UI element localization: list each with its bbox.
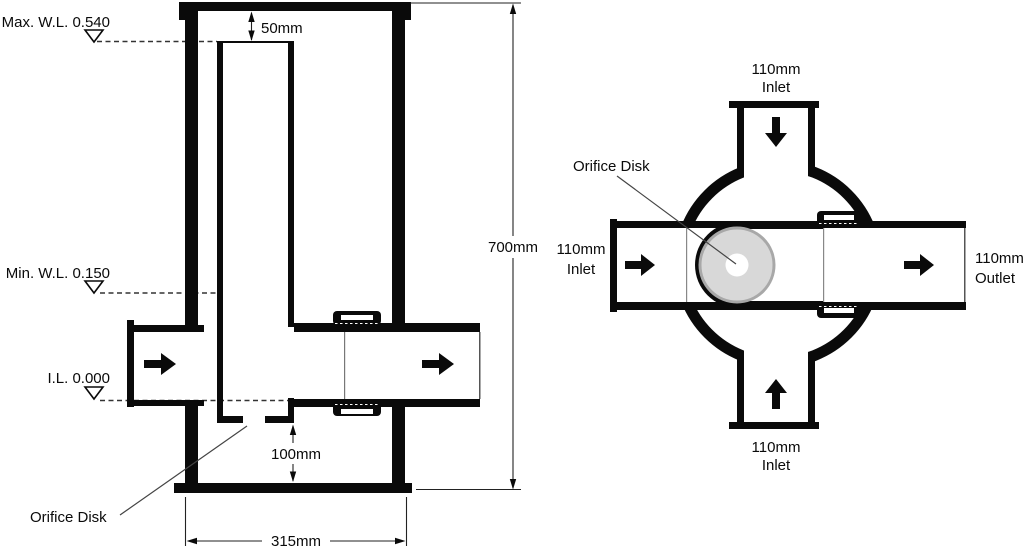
- tank-shell: [174, 2, 412, 493]
- flow-arrow-icon: [422, 353, 454, 375]
- plan-orifice-disk: [695, 222, 825, 308]
- dim-100mm-label: 100mm: [271, 446, 321, 463]
- orifice-hole: [725, 253, 749, 277]
- min-water-level-label: Min. W.L. 0.150: [6, 265, 110, 282]
- orifice-leader-line: [616, 175, 737, 265]
- dimension-50mm: 50mm: [248, 11, 303, 41]
- flow-arrow-icon: [904, 254, 934, 276]
- top-inlet-name-label: Inlet: [762, 79, 791, 96]
- dim-50mm-label: 50mm: [261, 20, 303, 37]
- outlet-size-label: 110mm: [975, 250, 1024, 267]
- outlet-name-label: Outlet: [975, 270, 1016, 287]
- left-inlet-size-label: 110mm: [557, 241, 606, 258]
- dimension-315mm: 315mm: [184, 497, 408, 548]
- orifice-plate-right: [265, 416, 294, 423]
- dimension-700mm: 700mm: [410, 2, 538, 491]
- flow-arrow-icon: [765, 379, 787, 409]
- plan-top-inlet-stub: [729, 101, 819, 187]
- orifice-disk-label: Orifice Disk: [573, 158, 650, 175]
- water-level-marker-icon: [83, 29, 105, 44]
- plan-bottom-inlet-stub: [729, 345, 819, 429]
- pipe-coupling-top: [817, 211, 861, 225]
- bottom-inlet-name-label: Inlet: [762, 457, 791, 474]
- inner-riser-pipe: [217, 41, 294, 423]
- pipe-coupling-bottom: [817, 304, 861, 318]
- inlet-pipe: [127, 320, 204, 407]
- top-inlet-size-label: 110mm: [752, 61, 801, 78]
- plan-view: Orifice Disk 110mm Inlet 110mm Inlet 110…: [557, 61, 1024, 474]
- dim-315mm-label: 315mm: [271, 533, 321, 548]
- bottom-inlet-size-label: 110mm: [752, 439, 801, 456]
- orifice-leader-line: [119, 425, 248, 516]
- outlet-pipe: [294, 311, 481, 416]
- invert-level-label: I.L. 0.000: [47, 370, 110, 387]
- orifice-disk-label: Orifice Disk: [30, 509, 107, 526]
- dim-700mm-label: 700mm: [488, 239, 538, 256]
- flow-arrow-icon: [765, 117, 787, 147]
- water-level-marker-icon: [83, 386, 105, 401]
- plan-left-inlet-flange: [610, 219, 617, 312]
- pipe-coupling-top: [333, 311, 381, 325]
- orifice-plate-left: [217, 416, 243, 423]
- pipe-coupling-bottom: [333, 402, 381, 416]
- side-view-section: 50mm 700mm 100mm 315mm: [2, 2, 538, 548]
- flow-arrow-icon: [625, 254, 655, 276]
- flow-arrow-icon: [144, 353, 176, 375]
- water-level-marker-icon: [83, 280, 105, 295]
- left-inlet-name-label: Inlet: [567, 261, 596, 278]
- max-water-level-label: Max. W.L. 0.540: [2, 14, 110, 31]
- dimension-100mm: 100mm: [271, 424, 321, 482]
